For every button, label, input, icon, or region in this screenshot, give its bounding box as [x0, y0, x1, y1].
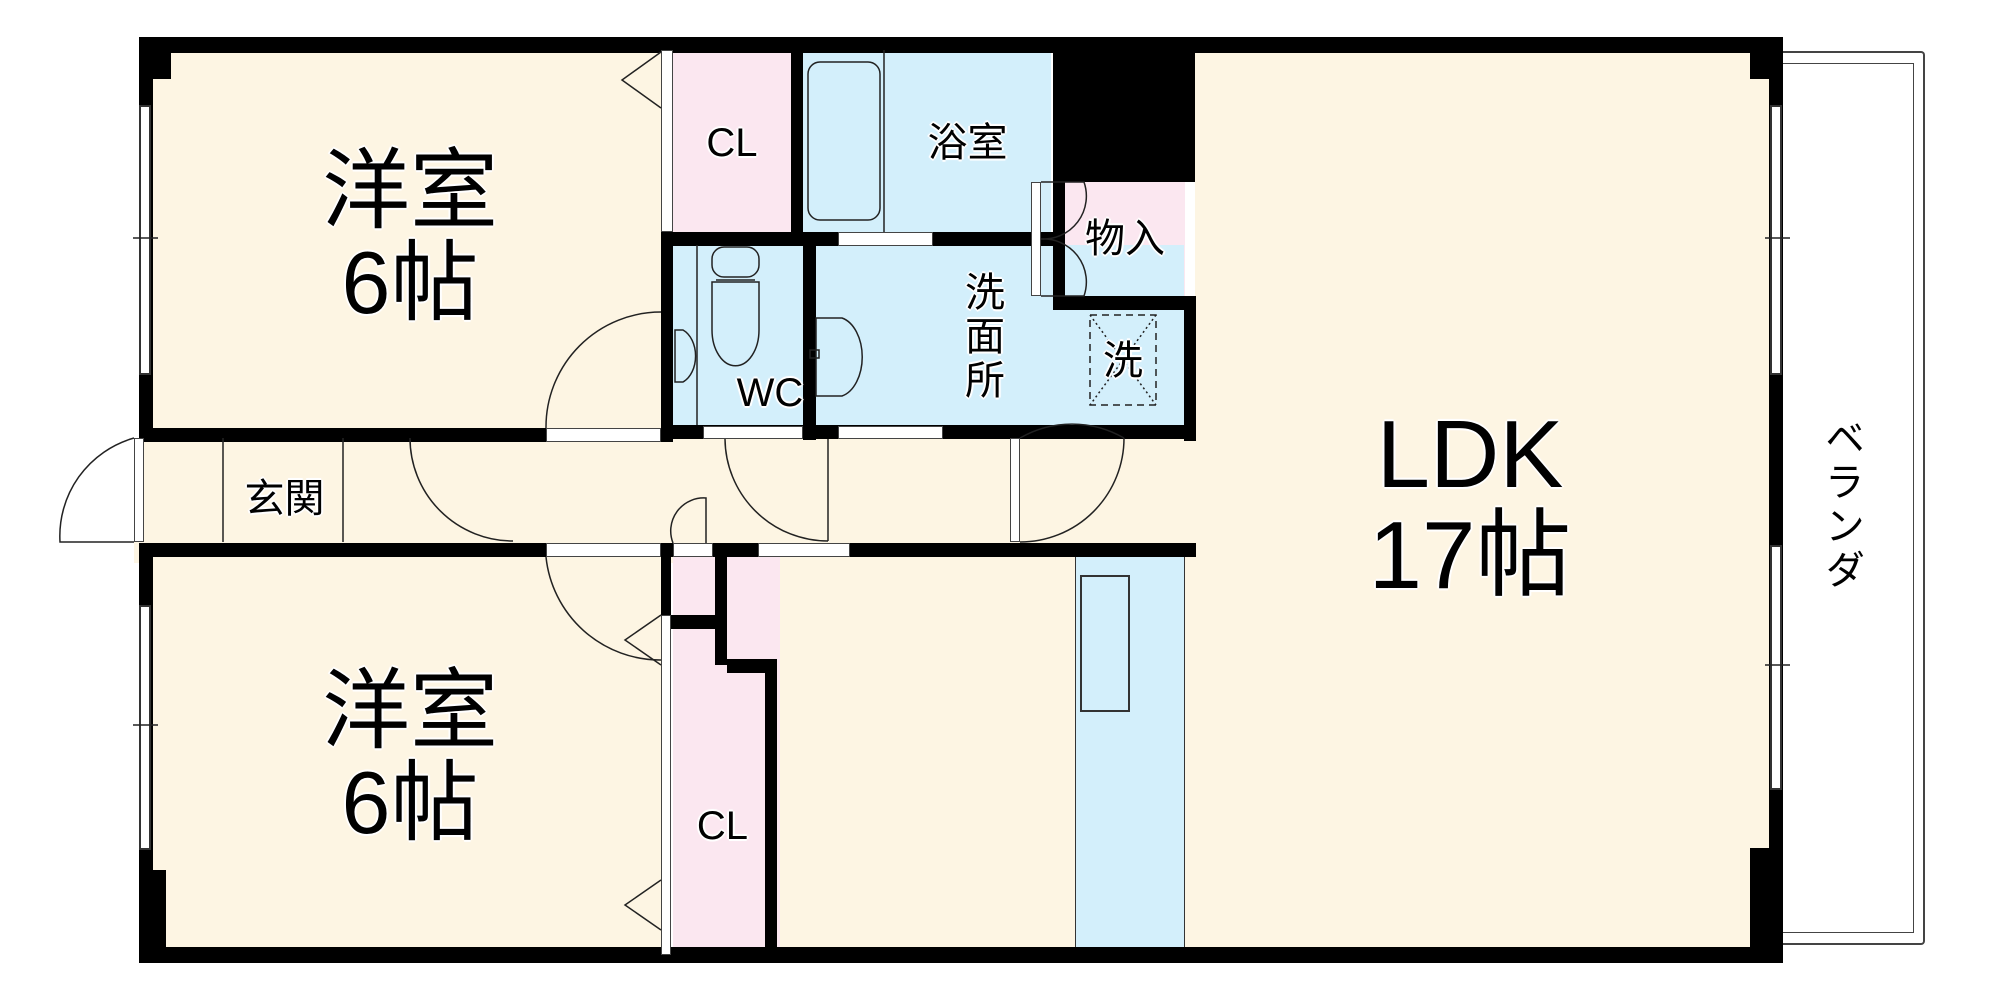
room-size: 6帖: [341, 233, 479, 333]
wall-closet2-right: [765, 659, 777, 955]
wall-room2-top: [139, 543, 551, 557]
wall-closet2-step-b: [661, 615, 727, 629]
door-opening-bath[interactable]: [838, 232, 933, 246]
toilet-floor: [673, 245, 803, 425]
ldk-label: LDK 17帖: [1345, 401, 1595, 609]
shaft-block: [1053, 37, 1195, 182]
room-size: 17帖: [1368, 501, 1572, 609]
window-ldk-upper: [1770, 105, 1782, 375]
wall-closet2-step-c: [727, 659, 777, 673]
wall-wc-wash: [803, 245, 816, 440]
wall-closet-bath: [791, 50, 803, 240]
pillar-bottom-right: [1750, 848, 1782, 963]
closet-1-label: CL: [706, 121, 758, 165]
pillar-bottom-left: [139, 870, 166, 962]
closet-1-floor: [673, 50, 791, 232]
door-opening-room1[interactable]: [546, 428, 661, 442]
toilet-label: WC: [736, 371, 804, 415]
closet-2-label: CL: [696, 804, 749, 848]
door-opening-room2[interactable]: [546, 543, 661, 557]
western-room-2-floor: [139, 555, 661, 962]
room-name: 洋室: [321, 141, 498, 240]
entrance-label: 玄関: [244, 477, 325, 521]
balcony-outline: [1782, 51, 1925, 945]
washroom-floor: [816, 245, 1184, 425]
door-opening-washroom[interactable]: [838, 426, 943, 439]
closet1-sliding-door[interactable]: [661, 50, 673, 232]
room-name: 洋室: [321, 661, 498, 760]
wall-closet2-step-a: [715, 555, 727, 665]
western-room-2-label: 洋室 6帖: [290, 661, 530, 853]
wall-room1-bottom: [139, 428, 551, 442]
entrance-door-swing: [59, 437, 135, 543]
window-room1: [139, 105, 151, 375]
storage-label: 物入: [1085, 217, 1165, 261]
sink-basin: [1080, 575, 1130, 712]
wall-storage-left: [1053, 182, 1065, 310]
entrance-frame[interactable]: [134, 438, 144, 542]
door-opening-ldk[interactable]: [1010, 438, 1020, 542]
window-room2: [139, 605, 151, 850]
western-room-1-label: 洋室 6帖: [290, 141, 530, 333]
door-opening-storage[interactable]: [1031, 182, 1041, 296]
washer-space-label: 洗: [1103, 339, 1143, 383]
wall-wet-left: [661, 232, 673, 442]
bathroom-floor: [803, 50, 1051, 232]
washroom-label: 洗面所: [959, 271, 1003, 403]
wall-wash-right: [1184, 296, 1196, 441]
room-name: LDK: [1376, 401, 1564, 508]
room-size: 6帖: [341, 753, 479, 853]
balcony-inner-line: [1782, 63, 1914, 933]
bathroom-label: 浴室: [927, 121, 1008, 165]
door-opening-closet2-small[interactable]: [673, 543, 713, 557]
door-opening-kitchen[interactable]: [758, 543, 850, 557]
door-opening-wc[interactable]: [703, 426, 803, 439]
pillar-top-left: [139, 37, 171, 79]
wall-bottom: [139, 947, 1782, 963]
wall-storage-bottom: [1053, 296, 1195, 310]
balcony-label: ベランダ: [1819, 417, 1863, 593]
western-room-1-floor: [139, 37, 661, 442]
pillar-top-right: [1750, 37, 1782, 79]
wall-top: [139, 37, 1782, 53]
window-ldk-lower: [1770, 545, 1782, 790]
closet2-sliding-door[interactable]: [661, 615, 671, 955]
ldk-floor: [1195, 37, 1782, 962]
